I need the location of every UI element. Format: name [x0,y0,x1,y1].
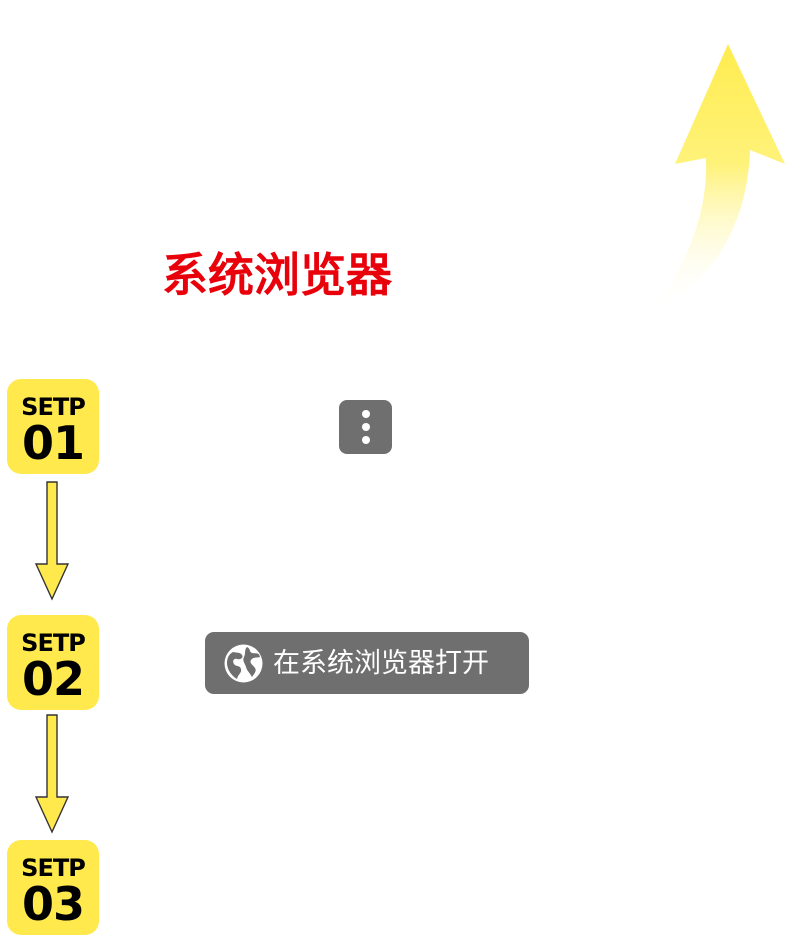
open-button-label: 在系统浏览器打开 [273,647,489,679]
step-number: 02 [21,652,85,706]
step-label: SETP [21,393,86,421]
open-in-system-browser-button[interactable]: 在系统浏览器打开 [205,632,529,694]
step-number: 03 [21,877,85,931]
page-title: 系统浏览器 [162,248,392,302]
up-arrow-icon [652,44,785,312]
step-number: 01 [21,416,85,470]
step-badge-2: SETP 02 [7,615,99,710]
globe-icon [224,644,263,682]
down-arrow-icon [34,714,70,834]
step-badge-1: SETP 01 [7,379,99,474]
more-vertical-icon [361,436,370,444]
down-arrow-icon [34,481,70,601]
more-options-button[interactable] [339,400,392,454]
step-badge-3: SETP 03 [7,840,99,935]
step-label: SETP [21,629,86,657]
step-label: SETP [21,854,86,882]
more-vertical-icon [361,410,370,418]
more-vertical-icon [361,423,370,431]
